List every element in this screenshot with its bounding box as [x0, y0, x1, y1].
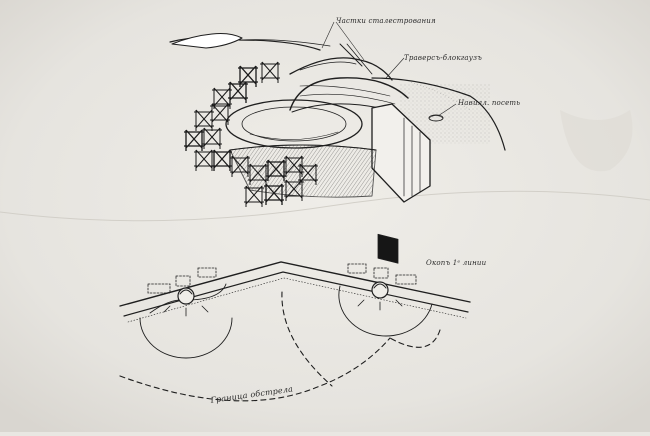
- wire-entanglements: [184, 61, 318, 207]
- entanglement-frame: [264, 183, 284, 205]
- entanglement-frame: [260, 61, 280, 83]
- entanglement-frame: [194, 149, 214, 171]
- entanglement-frame: [298, 163, 318, 185]
- entanglement-frame: [210, 103, 230, 125]
- label-mesh-canopy: Навилл. посеть: [458, 99, 521, 107]
- label-cover-parts: Частки сталестрования: [336, 17, 436, 25]
- entanglement-frame: [266, 159, 286, 181]
- label-first-line-trench: Окопъ 1ᵉ линии: [426, 259, 487, 267]
- label-leader-lines: [321, 21, 457, 117]
- entanglement-frame: [248, 163, 268, 185]
- fort-plan-view: [119, 261, 471, 402]
- paper-stain: [560, 110, 633, 172]
- paper-crease: [0, 190, 650, 222]
- entanglement-frame: [202, 127, 222, 149]
- entanglement-frame: [238, 65, 258, 87]
- entanglement-frame: [212, 149, 232, 171]
- entanglement-frame: [284, 179, 304, 201]
- entanglement-frame: [228, 81, 248, 103]
- label-traverse-blockhouse: Траверсъ-блокгаузъ: [404, 54, 482, 62]
- fort-perspective-sketch: [169, 32, 506, 264]
- entanglement-frame: [184, 129, 204, 151]
- entanglement-frame: [244, 185, 264, 207]
